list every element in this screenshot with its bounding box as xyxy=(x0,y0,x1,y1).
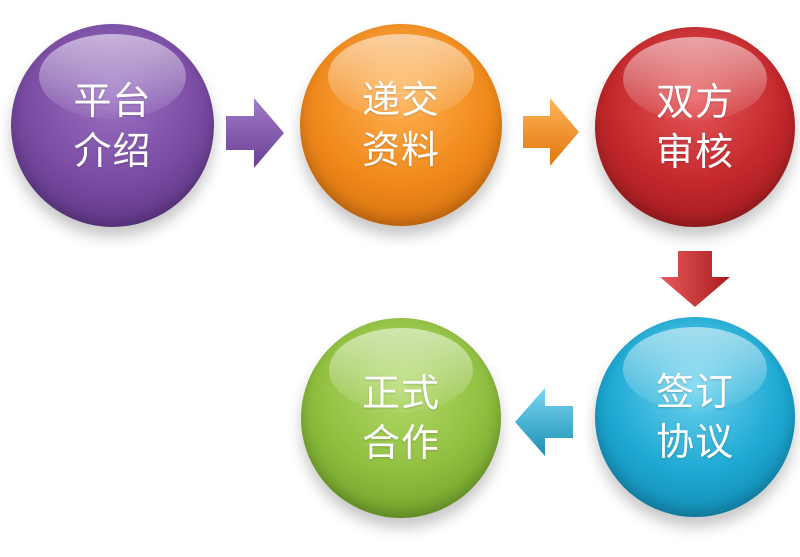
step-label-line1: 双方 xyxy=(655,80,734,124)
right-arrow-icon xyxy=(226,98,284,168)
step-label-line1: 平台 xyxy=(73,78,152,123)
left-arrow-icon xyxy=(515,388,573,456)
step-label-line2: 审核 xyxy=(655,130,734,174)
step-platform-introduction: 平台 介绍 xyxy=(11,24,214,227)
step-label-line2: 协议 xyxy=(655,420,734,464)
step-formal-cooperation: 正式 合作 xyxy=(301,318,501,518)
down-arrow-icon xyxy=(660,251,730,307)
step-label-line2: 介绍 xyxy=(73,128,152,173)
step-label-line2: 合作 xyxy=(361,421,440,465)
step-submit-materials: 递交 资料 xyxy=(300,24,502,226)
step-label-line1: 正式 xyxy=(361,371,440,415)
step-mutual-review: 双方 审核 xyxy=(595,27,795,227)
right-arrow-icon xyxy=(523,98,579,166)
step-label-line1: 递交 xyxy=(361,78,440,122)
step-label-line2: 资料 xyxy=(361,128,440,172)
step-label-line1: 签订 xyxy=(655,370,734,414)
step-sign-agreement: 签订 协议 xyxy=(595,317,795,517)
